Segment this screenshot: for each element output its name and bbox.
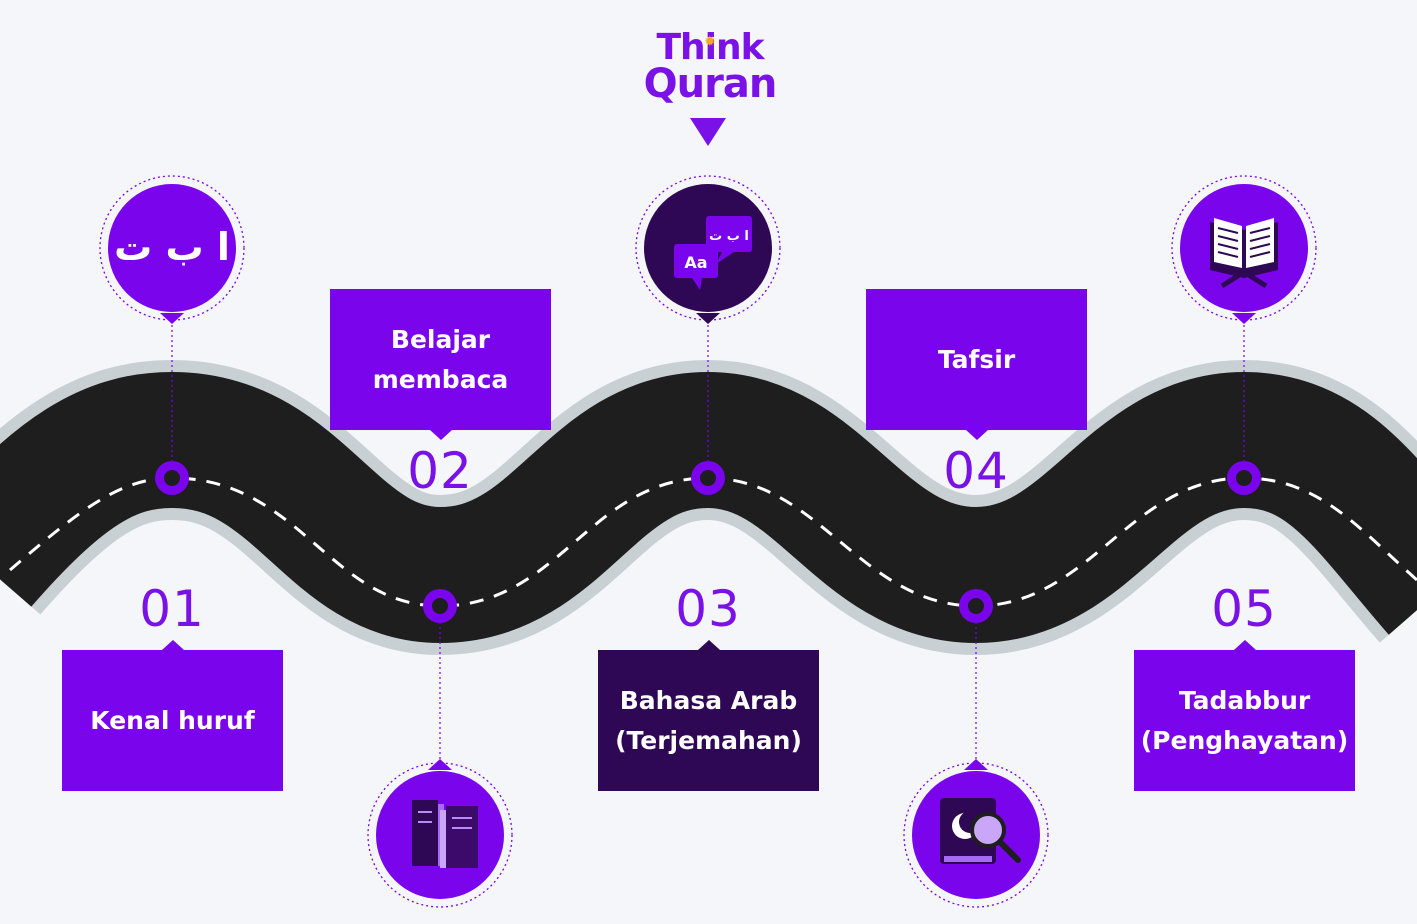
step-2-label-box: Belajar membaca bbox=[330, 289, 551, 440]
step-4-number: 04 bbox=[943, 442, 1009, 500]
books-icon bbox=[412, 800, 478, 868]
step-1-label-box: Kenal huruf bbox=[62, 640, 283, 791]
translate-icon: ا ب ت Aa bbox=[674, 216, 752, 290]
svg-text:ا ب ت: ا ب ت bbox=[709, 229, 749, 244]
arabic-letters-icon: ا ب ت bbox=[114, 225, 230, 269]
step-2-number: 02 bbox=[407, 442, 473, 500]
step-4-icon-circle bbox=[903, 759, 1049, 908]
connectors bbox=[171, 325, 1245, 765]
step-1-icon-circle: ا ب ت bbox=[99, 175, 245, 324]
step-5-icon-circle bbox=[1171, 175, 1317, 324]
think-quran-logo: ✹ Think Quran bbox=[620, 27, 800, 107]
logo-line-1: Think bbox=[656, 27, 764, 68]
step-3-icon-circle: ا ب ت Aa bbox=[635, 175, 781, 324]
step-4-label-box: Tafsir bbox=[866, 289, 1087, 440]
quran-search-icon bbox=[940, 798, 1021, 864]
step-4-label: Tafsir bbox=[937, 344, 1016, 374]
step-3-number: 03 bbox=[675, 580, 741, 638]
step-2-label: Belajar membaca bbox=[372, 324, 509, 394]
logo-line-2: Quran bbox=[643, 61, 778, 107]
step-2-icon-circle bbox=[367, 759, 513, 908]
step-1-number: 01 bbox=[139, 580, 205, 638]
open-quran-icon bbox=[1210, 218, 1278, 289]
step-3-label-box: Bahasa Arab (Terjemahan) bbox=[598, 640, 819, 791]
road-markers bbox=[155, 461, 1261, 623]
step-3-label: Bahasa Arab (Terjemahan) bbox=[615, 685, 802, 755]
step-5-number: 05 bbox=[1211, 580, 1277, 638]
logo-star-icon: ✹ bbox=[704, 34, 716, 50]
step-5-label-box: Tadabbur (Penghayatan) bbox=[1134, 640, 1355, 791]
logo-pointer-icon bbox=[690, 118, 726, 146]
step-5-label: Tadabbur (Penghayatan) bbox=[1140, 685, 1349, 755]
svg-text:Aa: Aa bbox=[684, 253, 707, 272]
step-1-label: Kenal huruf bbox=[90, 705, 255, 735]
